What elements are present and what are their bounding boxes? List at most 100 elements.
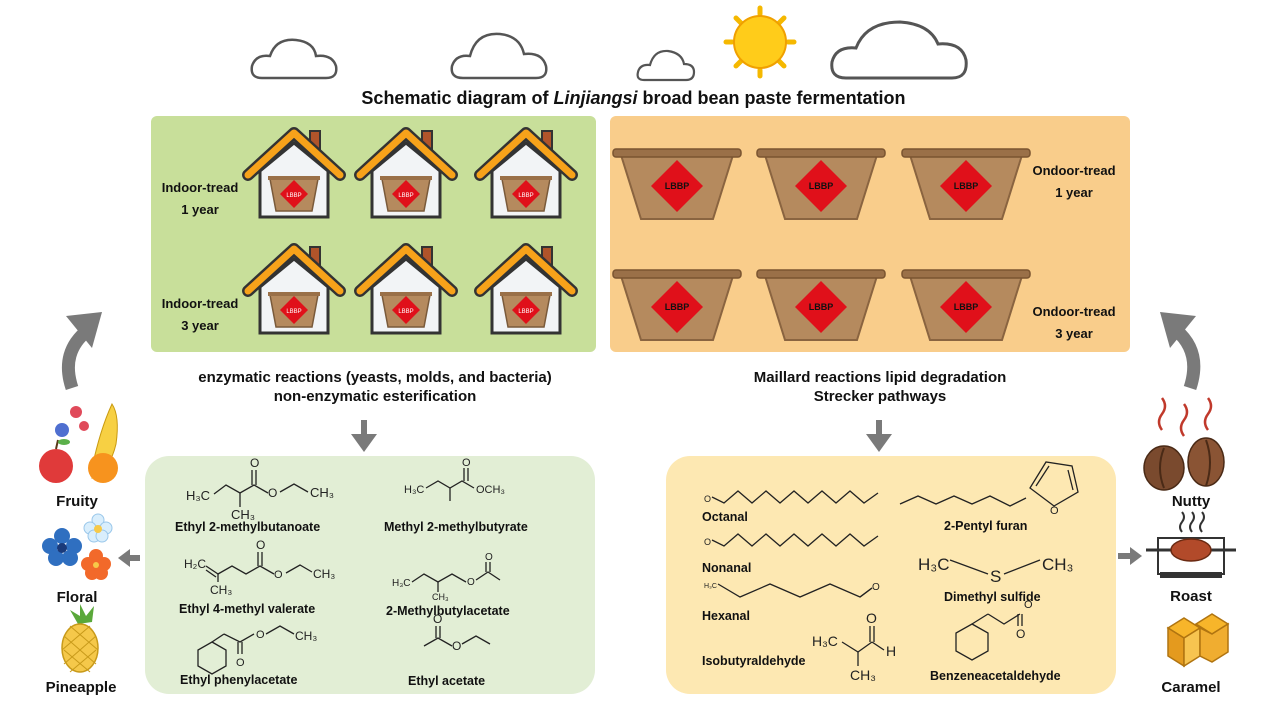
compound-name: 2-Pentyl furan [944, 519, 1028, 533]
jar-label: LBBP [665, 302, 690, 312]
svg-text:CH₃: CH₃ [313, 567, 335, 581]
arrow-icon [351, 420, 377, 452]
compound-name: Methyl 2-methylbutyrate [384, 520, 528, 534]
compound-name: Ethyl acetate [408, 674, 486, 688]
svg-text:H₃C: H₃C [918, 555, 949, 574]
svg-text:O: O [1050, 505, 1059, 517]
cloud-icon [830, 20, 968, 80]
cloud-icon [636, 49, 696, 82]
jar-label: LBBP [518, 309, 533, 315]
svg-text:O: O [704, 494, 711, 504]
arrow-icon [1118, 547, 1142, 565]
arrow-icon [118, 549, 140, 567]
category-caramel: Caramel [1161, 679, 1221, 696]
structure-ethyl-phenylacetate: O O CH₃ [197, 625, 317, 675]
compound-name: 2-Methylbutylacetate [386, 604, 510, 618]
svg-text:H₃C: H₃C [704, 583, 717, 590]
category-fruity: Fruity [56, 493, 98, 510]
compound-name: Nonanal [702, 561, 752, 575]
svg-text:CH₃: CH₃ [310, 485, 334, 500]
category-nutty: Nutty [1171, 493, 1211, 510]
structure-ethyl-4-methyl-valerate: H₂C O O CH₃ CH₃ [184, 538, 335, 597]
cloud-icon [450, 32, 548, 80]
svg-text:CH₃: CH₃ [1042, 555, 1073, 574]
compound-name: Hexanal [702, 609, 750, 623]
svg-text:OCH₃: OCH₃ [476, 484, 505, 496]
jar-label: LBBP [954, 181, 979, 191]
house-icon: LBBP [242, 127, 346, 219]
structure-nonanal: O [704, 533, 879, 547]
flower-icon [42, 513, 113, 580]
compound-name: Dimethyl sulfide [944, 590, 1041, 604]
house-icon: LBBP [354, 243, 458, 335]
category-floral: Floral [56, 589, 98, 606]
svg-text:H₃C: H₃C [186, 488, 210, 503]
jar-label: LBBP [809, 302, 834, 312]
roast-icon [1146, 511, 1236, 578]
structure-dimethyl-sulfide: H₃C S CH₃ [918, 555, 1073, 586]
category-pineapple: Pineapple [45, 679, 117, 696]
svg-text:S: S [990, 567, 1001, 586]
caramel-icon [1166, 613, 1230, 668]
compound-name: Ethyl 4-methyl valerate [179, 602, 316, 616]
house-icon: LBBP [474, 243, 578, 335]
svg-text:O: O [872, 582, 880, 593]
jar-label: LBBP [398, 193, 413, 199]
svg-text:H₃C: H₃C [812, 633, 838, 649]
svg-text:O: O [485, 552, 493, 563]
arrow-icon [61, 312, 102, 391]
coffee-bean-icon [1143, 397, 1225, 491]
structure-hexanal: H₃C O [704, 582, 880, 598]
svg-text:CH₃: CH₃ [295, 629, 317, 643]
pineapple-icon [61, 604, 99, 673]
svg-text:O: O [274, 569, 283, 581]
structure-2-pentyl-furan: O [899, 461, 1079, 517]
svg-text:O: O [452, 639, 461, 653]
arrow-icon [866, 420, 892, 452]
compound-name: Isobutyraldehyde [702, 654, 806, 668]
jar-icon: LBBP [901, 269, 1031, 341]
svg-text:O: O [1024, 599, 1033, 611]
svg-text:H₃C: H₃C [404, 484, 424, 496]
compound-name: Ethyl 2-methylbutanoate [175, 520, 321, 534]
jar-label: LBBP [954, 302, 979, 312]
jar-icon: LBBP [612, 269, 742, 341]
cloud-icon [250, 38, 338, 80]
house-icon: LBBP [474, 127, 578, 219]
svg-text:O: O [268, 486, 277, 500]
svg-text:O: O [704, 537, 711, 547]
svg-text:CH₃: CH₃ [850, 667, 876, 683]
svg-text:O: O [236, 657, 245, 669]
compound-name: Octanal [702, 510, 748, 524]
sky-decoration [250, 5, 968, 82]
jar-icon: LBBP [612, 148, 742, 220]
left-mechanism: enzymatic reactions (yeasts, molds, and … [198, 369, 552, 405]
jar-label: LBBP [286, 309, 301, 315]
structure-isobutyraldehyde: H₃C CH₃ O H [812, 610, 896, 683]
svg-text:O: O [467, 577, 475, 588]
svg-text:O: O [462, 457, 471, 469]
jar-icon: LBBP [756, 148, 886, 220]
jar-label: LBBP [286, 193, 301, 199]
svg-text:O: O [256, 538, 265, 552]
sun-icon [723, 5, 797, 79]
svg-text:CH₃: CH₃ [210, 583, 232, 597]
jar-label: LBBP [518, 193, 533, 199]
svg-text:CH₃: CH₃ [231, 507, 255, 522]
house-icon: LBBP [354, 127, 458, 219]
structure-octanal: O [704, 490, 879, 504]
svg-text:H₃C: H₃C [392, 578, 411, 589]
diagram-title: Schematic diagram of Linjiangsi broad be… [361, 88, 906, 108]
jar-icon: LBBP [901, 148, 1031, 220]
ester-compounds-panel [145, 456, 595, 694]
fruit-icon [39, 402, 118, 483]
